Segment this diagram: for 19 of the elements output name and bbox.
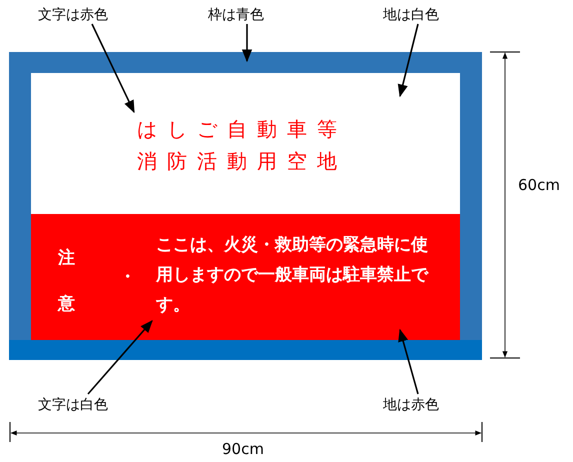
callout-label: 地は白色: [383, 7, 439, 23]
callout-label: 文字は白色: [38, 397, 108, 413]
notice-text: ここは、火災・救助等の緊急時に使用しますので一般車両は駐車禁止です。: [156, 234, 430, 317]
sign-frame: [9, 52, 482, 360]
leader-arrow: [87, 320, 153, 395]
bullet-point: ・: [119, 266, 136, 289]
dimension-label: 90cm: [222, 440, 264, 458]
sign-title-panel: [31, 73, 460, 214]
callout-label: 文字は赤色: [38, 7, 108, 23]
leader-arrow: [91, 24, 135, 114]
notice-heading: 注意: [58, 247, 75, 316]
leader-arrow: [242, 24, 252, 62]
sign-title: はしご自動車等消防活動用空地: [137, 116, 348, 175]
callout-label: 地は赤色: [383, 397, 439, 413]
callout-label: 枠は青色: [208, 7, 264, 23]
dimension-label: 60cm: [518, 176, 560, 194]
leader-arrow: [398, 328, 419, 394]
notice-panel: [31, 214, 460, 340]
leader-arrow: [398, 24, 419, 98]
